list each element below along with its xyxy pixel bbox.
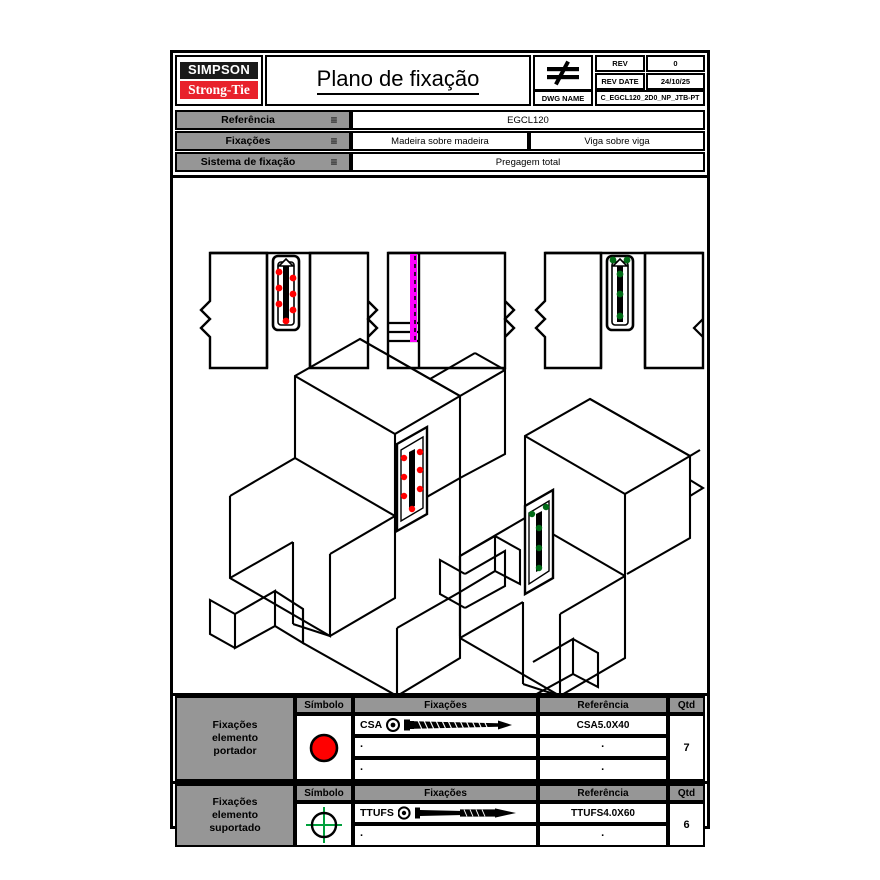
filled-circle-icon — [309, 733, 339, 762]
legend-fixacao-row-1: CSA — [353, 714, 538, 736]
info-label-referencia: Referência ≡ — [175, 110, 351, 130]
crosshair-circle-icon — [306, 806, 342, 843]
legend-qtd-portador: 7 — [668, 714, 705, 781]
legend-side-line: portador — [213, 745, 257, 757]
legend-header-qtd: Qtd — [668, 784, 705, 802]
info-label-text: Fixações — [225, 135, 271, 147]
info-label-text: Referência — [221, 114, 275, 126]
fastener-markers-red — [275, 268, 297, 325]
info-label-text: Sistema de fixação — [200, 156, 296, 168]
legend-header-simbolo: Símbolo — [295, 784, 353, 802]
legend-header-simbolo: Símbolo — [295, 696, 353, 714]
elevation-center-magenta — [386, 251, 516, 370]
info-row-sistema: Sistema de fixação ≡ Pregagem total — [175, 152, 705, 172]
legend-side-line: suportado — [209, 822, 261, 834]
fastener-markers-green — [609, 256, 631, 320]
not-equal-icon — [547, 60, 579, 86]
elevation-right-green — [534, 251, 705, 370]
legend-referencia-row-1: CSA5.0X40 — [538, 714, 668, 736]
rev-label: REV — [595, 55, 645, 72]
logo-strongtie-text: Strong-Tie — [180, 81, 258, 99]
legend-separator-mid — [173, 781, 707, 784]
legend-header-fixacoes: Fixações — [353, 784, 538, 802]
legend-table-portador: Fixações elemento portador Símbolo Fixaç… — [175, 696, 705, 781]
isometric-left-red — [208, 337, 522, 693]
legend-referencia-row-1: TTUFS4.0X60 — [538, 802, 668, 824]
drawing-area — [175, 196, 705, 693]
rev-date-value: 24/10/25 — [646, 73, 705, 90]
isometric-right-green — [438, 397, 705, 693]
equals-icon: ≡ — [330, 155, 338, 169]
info-row-fixacoes: Fixações ≡ Madeira sobre madeira Viga so… — [175, 131, 705, 151]
technical-drawing-svg — [199, 251, 705, 693]
plate-edge-magenta — [410, 254, 417, 342]
legend-side-label-portador: Fixações elemento portador — [175, 696, 295, 781]
fastener-markers-red-iso — [400, 448, 424, 513]
legend-side-line: Fixações — [212, 719, 258, 731]
info-value-referencia: EGCL120 — [351, 110, 705, 130]
rev-value: 0 — [646, 55, 705, 72]
legend-referencia-row-2: · — [538, 824, 668, 847]
legend-fixacao-row-2: · — [353, 824, 538, 847]
legend-header-fixacoes: Fixações — [353, 696, 538, 714]
legend-table-suportado: Fixações elemento suportado Símbolo Fixa… — [175, 784, 705, 847]
legend-separator-top — [173, 693, 707, 696]
fastener-markers-green-iso — [528, 503, 550, 572]
legend-fixacao-row-3: · — [353, 758, 538, 781]
legend-qtd-suportado: 6 — [668, 802, 705, 847]
title-block: SIMPSON Strong-Tie Plano de fixação DWG … — [173, 53, 707, 108]
info-value-sistema: Pregagem total — [351, 152, 705, 172]
page-title: Plano de fixação — [265, 55, 531, 106]
page-title-text: Plano de fixação — [316, 66, 480, 95]
info-row-referencia: Referência ≡ EGCL120 — [175, 110, 705, 130]
legend-side-line: Fixações — [212, 796, 258, 808]
info-separator — [173, 175, 707, 178]
screw-icon — [386, 718, 513, 732]
nail-icon — [397, 806, 516, 820]
rev-date-label: REV DATE — [595, 73, 645, 90]
legend-fixacao-row-2: · — [353, 736, 538, 758]
legend-referencia-row-2: · — [538, 736, 668, 758]
legend-header-referencia: Referência — [538, 696, 668, 714]
legend-side-line: elemento — [211, 809, 259, 821]
legend-side-label-suportado: Fixações elemento suportado — [175, 784, 295, 847]
info-value-fixacoes-1: Madeira sobre madeira — [351, 131, 529, 151]
elevation-left-red — [199, 251, 379, 370]
legend-header-referencia: Referência — [538, 784, 668, 802]
logo-simpson-text: SIMPSON — [180, 62, 258, 79]
not-equal-symbol-box — [533, 55, 593, 91]
info-value-fixacoes-2: Viga sobre viga — [529, 131, 705, 151]
equals-icon: ≡ — [330, 134, 338, 148]
drawing-sheet: SIMPSON Strong-Tie Plano de fixação DWG … — [170, 50, 710, 847]
dwg-name-label: DWG NAME — [533, 90, 593, 106]
legend-side-line: elemento — [211, 732, 259, 744]
info-label-fixacoes: Fixações ≡ — [175, 131, 351, 151]
equals-icon: ≡ — [330, 113, 338, 127]
legend-fixacao-row-1: TTUFS — [353, 802, 538, 824]
simpson-strongtie-logo: SIMPSON Strong-Tie — [175, 55, 263, 106]
legend-header-qtd: Qtd — [668, 696, 705, 714]
dwg-name-value: C_EGCL120_2D0_NP_JTB-PT — [595, 90, 705, 106]
legend-fixacao-label: TTUFS — [360, 807, 394, 819]
legend-symbol-crosshair — [295, 802, 353, 847]
info-label-sistema: Sistema de fixação ≡ — [175, 152, 351, 172]
legend-symbol-filled-circle — [295, 714, 353, 781]
legend-referencia-row-3: · — [538, 758, 668, 781]
legend-fixacao-label: CSA — [360, 719, 383, 731]
